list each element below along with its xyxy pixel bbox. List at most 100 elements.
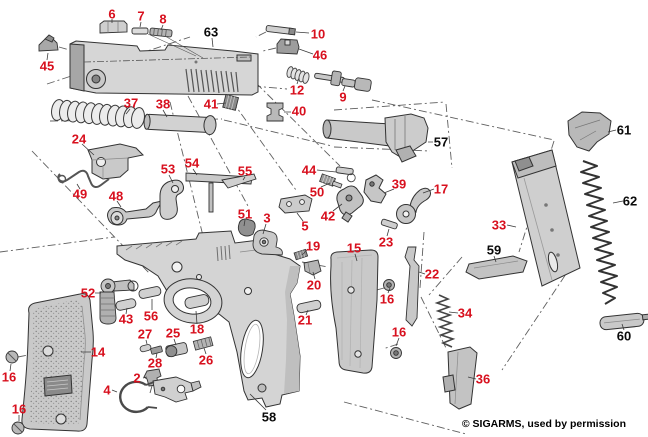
- pin-27: [139, 344, 152, 353]
- callout-20: 20: [306, 277, 322, 293]
- recoil-spring: [51, 99, 145, 129]
- callout-16: 16: [379, 291, 395, 307]
- callout-10: 10: [310, 26, 326, 42]
- hammer-strut-22: [404, 246, 420, 327]
- callout-63: 63: [203, 24, 219, 40]
- front-sight-part: [38, 34, 59, 52]
- callout-16: 16: [391, 324, 407, 340]
- pin-43: [115, 298, 137, 311]
- spring-41: [222, 93, 240, 111]
- mainspring-seat-36: [442, 346, 478, 410]
- callout-36: 36: [475, 371, 491, 387]
- slide-serrations: [185, 68, 239, 94]
- callout-37: 37: [123, 95, 139, 111]
- magazine-well-opening: [240, 319, 264, 379]
- callout-44: 44: [301, 162, 317, 178]
- magazine-follower: [567, 111, 612, 152]
- takedown-lever-52: [99, 278, 139, 325]
- callout-57: 57: [433, 134, 449, 150]
- callout-18: 18: [189, 321, 205, 337]
- grip-screw-hole: [354, 350, 362, 358]
- part-6: [99, 20, 128, 34]
- callout-51: 51: [237, 206, 253, 222]
- callout-54: 54: [184, 155, 200, 171]
- callout-9: 9: [339, 89, 347, 105]
- callout-12: 12: [289, 82, 305, 98]
- spring-50: [319, 173, 343, 189]
- pin-23: [380, 218, 398, 230]
- ring-spring-4: [119, 380, 158, 414]
- callout-59: 59: [486, 242, 502, 258]
- callout-56: 56: [143, 308, 159, 324]
- spring-26: [192, 336, 214, 351]
- callout-21: 21: [297, 312, 313, 328]
- callout-58: 58: [261, 409, 277, 425]
- left-grip-panel: [21, 293, 94, 432]
- grip-screw-16: [5, 350, 25, 435]
- leaf-spring-55: [221, 173, 257, 189]
- grip-logo-badge: [43, 374, 73, 397]
- locking-insert-24: [87, 143, 145, 180]
- barrel-part: [322, 113, 429, 163]
- magazine-floorplate: [599, 312, 648, 331]
- wire-spring-49: [57, 169, 110, 189]
- callout-50: 50: [309, 184, 325, 200]
- pin-56: [138, 286, 162, 299]
- pin-10: [265, 25, 296, 36]
- credit-text: © SIGARMS, used by permission: [461, 418, 626, 430]
- pin-21: [296, 299, 322, 314]
- sear-39: [363, 174, 387, 204]
- mainspring-34: [434, 294, 456, 348]
- callout-46: 46: [312, 47, 328, 63]
- callout-3: 3: [263, 210, 271, 226]
- callout-62: 62: [622, 193, 638, 209]
- callout-16: 16: [11, 401, 27, 417]
- callout-16: 16: [1, 369, 17, 385]
- callout-15: 15: [346, 240, 362, 256]
- callout-7: 7: [137, 8, 145, 24]
- rear-sight-part: [276, 38, 300, 55]
- recoil-spring-guide-rod: [143, 113, 217, 136]
- slide-top-small-parts: [99, 20, 204, 59]
- callout-4: 4: [103, 382, 111, 398]
- spring-19: [293, 248, 309, 261]
- callout-45: 45: [39, 58, 55, 74]
- bushing-40: [266, 102, 284, 122]
- part-51: [237, 218, 256, 237]
- grip-screw-hole: [347, 286, 355, 294]
- slide-part: [69, 40, 259, 96]
- trigger-part: [159, 179, 184, 220]
- part-28: [150, 345, 163, 355]
- magazine-body: [511, 149, 581, 287]
- callout-53: 53: [160, 161, 176, 177]
- part-3: [252, 229, 283, 256]
- callout-52: 52: [80, 285, 96, 301]
- callout-2: 2: [133, 370, 141, 386]
- part-20: [303, 259, 322, 276]
- hammer-part: [396, 187, 431, 224]
- grip-screw-hole: [42, 345, 54, 357]
- callout-41: 41: [203, 96, 219, 112]
- callout-14: 14: [90, 344, 106, 360]
- decocking-lever-42: [336, 185, 364, 223]
- callout-27: 27: [137, 326, 153, 342]
- callout-8: 8: [159, 11, 167, 27]
- magazine-spring: [580, 160, 618, 305]
- grip-nut-16: [383, 279, 402, 359]
- callout-28: 28: [147, 355, 163, 371]
- safety-lock-25: [165, 342, 188, 358]
- callout-26: 26: [198, 352, 214, 368]
- spring-12: [286, 66, 310, 84]
- callout-17: 17: [433, 181, 449, 197]
- rear-sight-dovetail: [236, 54, 252, 62]
- callout-42: 42: [320, 208, 336, 224]
- grip-screw-hole: [55, 413, 67, 425]
- leader-lines: [9, 19, 625, 421]
- part-7-pin: [131, 27, 149, 35]
- callout-49: 49: [72, 186, 88, 202]
- firing-pin-assembly: [314, 70, 372, 92]
- right-grip-panel: [330, 249, 379, 374]
- pin-18: [184, 294, 210, 309]
